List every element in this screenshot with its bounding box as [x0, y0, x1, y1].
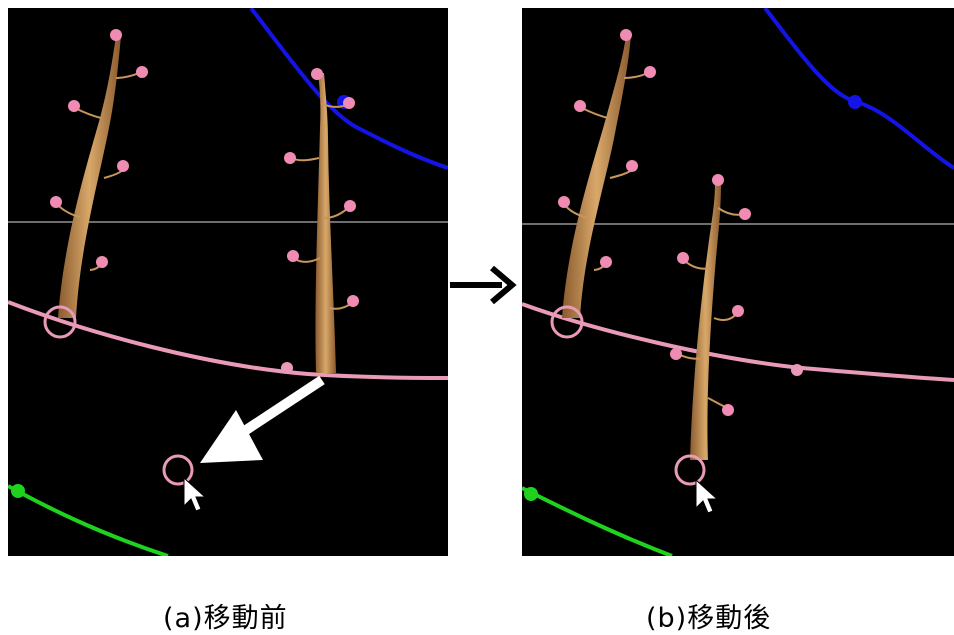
before-move-canvas — [8, 8, 448, 556]
green-control-point — [524, 487, 538, 501]
pink-control-point — [791, 364, 803, 376]
before-move-panel — [8, 8, 448, 556]
after-move-panel — [522, 8, 954, 556]
tree-buds — [284, 68, 359, 307]
green-curve — [522, 486, 673, 556]
target-selection-marker[interactable] — [162, 454, 194, 486]
pink-curve — [522, 302, 954, 382]
move-direction-arrow-icon — [200, 375, 325, 463]
right-arrow-icon — [450, 265, 517, 305]
caption-before-move: (a)移動前 — [163, 603, 288, 634]
tree-buds — [558, 29, 656, 268]
tree-base-marker[interactable] — [674, 454, 706, 486]
pink-curve — [8, 300, 448, 380]
blue-curve — [249, 8, 448, 170]
green-curve — [8, 484, 169, 556]
tree-trunk — [58, 36, 121, 318]
tree-left[interactable] — [43, 29, 148, 339]
blue-control-point — [848, 95, 862, 109]
mouse-pointer-icon — [695, 478, 719, 514]
green-control-point — [11, 484, 25, 498]
pink-control-point — [281, 362, 293, 374]
caption-after-move: (b)移動後 — [646, 603, 772, 634]
after-move-canvas — [522, 8, 954, 556]
tree-trunk — [315, 73, 336, 373]
tree-buds — [670, 174, 751, 416]
mouse-pointer-icon — [183, 476, 207, 512]
tree-buds — [50, 29, 148, 268]
tree-moved[interactable] — [670, 174, 751, 486]
tree-left[interactable] — [550, 29, 656, 339]
tree-base-marker[interactable] — [550, 305, 584, 339]
tree-base-marker[interactable] — [43, 305, 77, 339]
tree-right[interactable] — [284, 68, 359, 373]
tree-trunk — [690, 183, 721, 460]
tree-trunk — [562, 36, 631, 318]
blue-curve — [763, 8, 954, 170]
